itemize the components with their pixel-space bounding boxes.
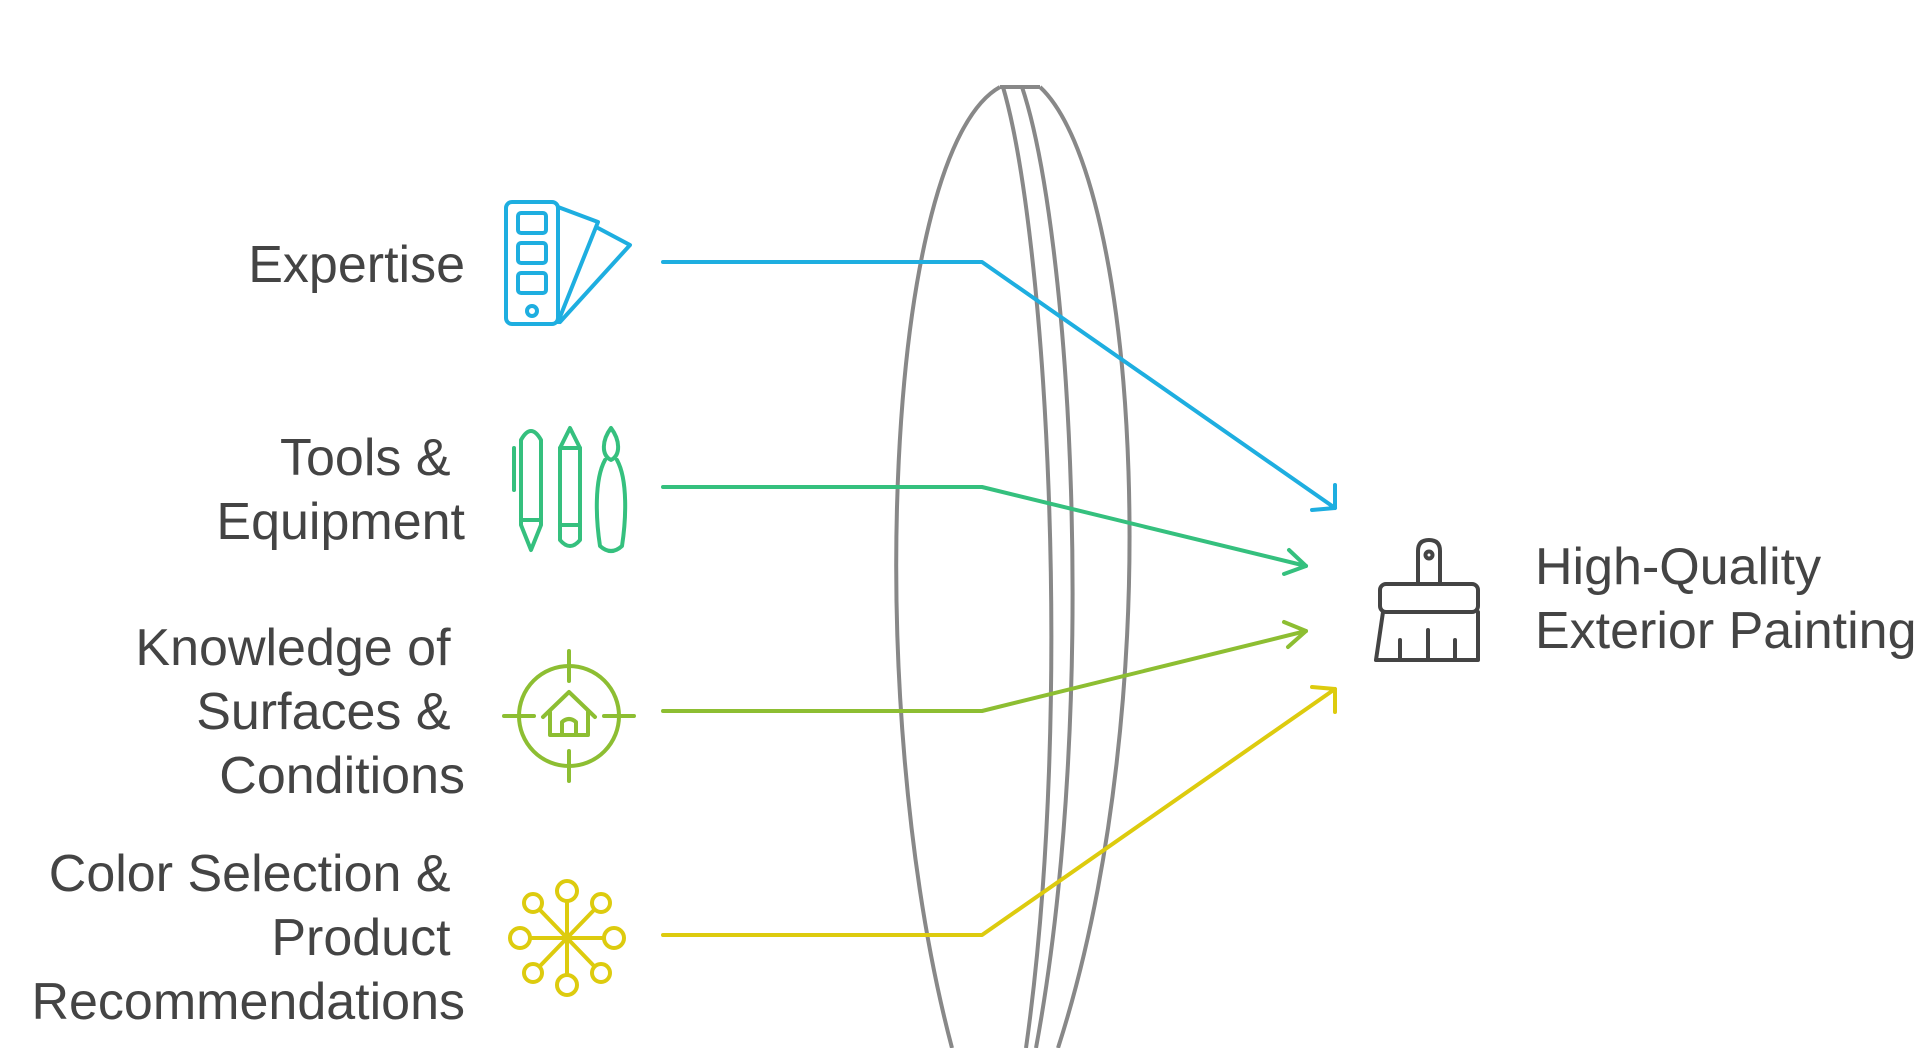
network-icon <box>508 879 626 997</box>
lens-front-edge <box>894 85 1001 1048</box>
output-label: High-Quality Exterior Painting <box>1535 538 1917 660</box>
arrow-knowledge <box>661 629 1308 713</box>
lens-inner-left <box>1001 86 1054 1048</box>
arrowhead-color-selection <box>1310 685 1337 714</box>
pens-and-brush-icon <box>512 426 628 553</box>
label-expertise: Expertise <box>248 236 465 294</box>
label-knowledge-surfaces: Knowledge of Surfaces & Conditions <box>135 619 465 805</box>
lens-back-edge <box>1038 85 1132 1048</box>
color-swatch-icon <box>504 200 632 326</box>
label-tools-equipment: Tools & Equipment <box>216 429 465 551</box>
lens <box>894 85 1132 1048</box>
input-labels: Expertise Tools & Equipment Knowledge of… <box>31 236 465 1031</box>
house-target-icon <box>502 649 636 783</box>
arrow-tools <box>661 485 1308 568</box>
arrow-color-selection <box>661 687 1337 937</box>
label-color-selection: Color Selection & Product Recommendation… <box>31 845 465 1031</box>
arrowhead-expertise <box>1310 483 1337 512</box>
paint-brush-icon <box>1374 538 1480 662</box>
arrows <box>661 260 1337 937</box>
lens-inner-right <box>1020 86 1075 1048</box>
arrow-expertise <box>661 260 1337 510</box>
arrowhead-knowledge <box>1282 620 1308 649</box>
arrowhead-tools <box>1282 548 1308 576</box>
